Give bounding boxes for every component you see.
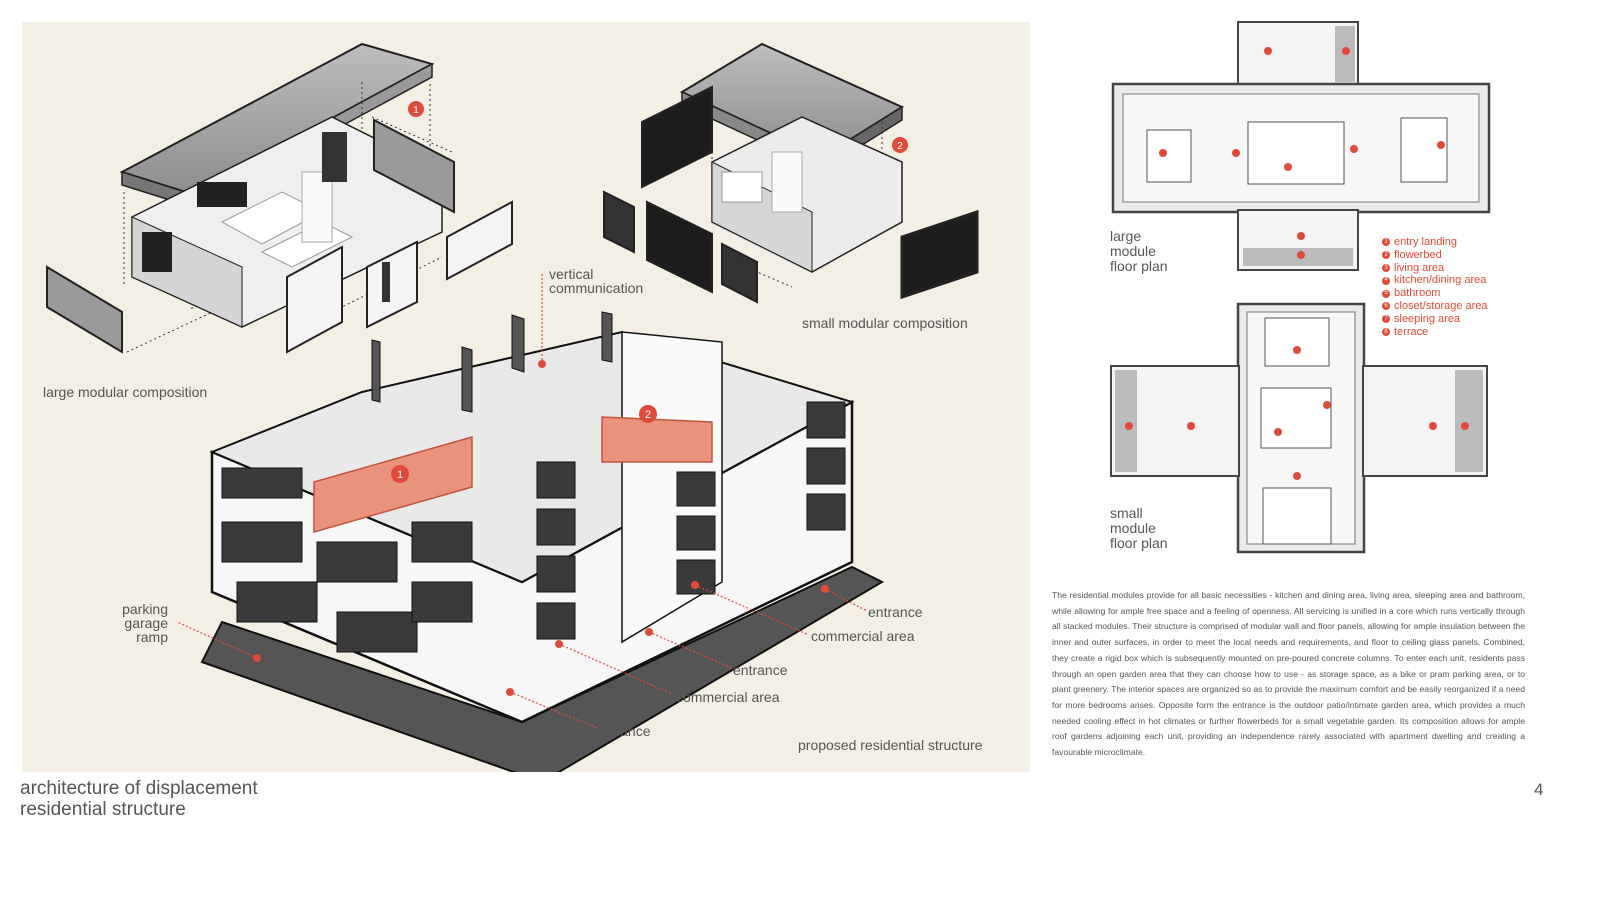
legend-item: 1 entry landing [1382, 236, 1488, 249]
label-large-modular-composition: large modular composition [43, 384, 208, 400]
label-commercial-area-left: commercial area [676, 689, 780, 705]
legend-marker: 6 [1382, 302, 1390, 311]
svg-text:2: 2 [645, 409, 651, 421]
axonometric-panel: 1 2 [22, 22, 1030, 772]
legend-item: 4 kitchen/dining area [1382, 274, 1488, 287]
legend-label: closet/storage area [1394, 299, 1488, 312]
legend-item: 7 sleeping area [1382, 313, 1488, 326]
label-small-module-floor-plan: small module floor plan [1110, 505, 1168, 551]
legend-label: sleeping area [1394, 312, 1461, 325]
floor-plan-legend: 1 entry landing 2 flowerbed 3 living area 4… [1382, 236, 1488, 338]
legend-label: entry landing [1394, 236, 1457, 248]
legend-marker: 7 [1382, 315, 1390, 324]
description-paragraph: The residential modules provide for all … [1052, 590, 1525, 758]
label-proposed-residential-structure: proposed residential structure [798, 737, 983, 753]
label-entrance-middle: entrance [733, 662, 788, 678]
small-module-floor-plan [1110, 302, 1488, 554]
large-module-exploded: 1 [46, 42, 513, 354]
legend-marker: 1 [1382, 238, 1390, 247]
svg-text:1: 1 [397, 469, 403, 481]
legend-item: 5 bathroom [1382, 287, 1488, 300]
large-module-floor-plan [1111, 21, 1491, 271]
label-parking-garage-ramp: parking garage ramp [122, 601, 168, 645]
legend-marker: 3 [1382, 263, 1390, 272]
legend-label: living area [1394, 261, 1445, 274]
legend-marker: 2 [1382, 251, 1390, 260]
legend-label: bathroom [1394, 287, 1441, 300]
axonometric-drawing: 1 2 [46, 42, 979, 772]
label-vertical-communication: vertical communication [549, 266, 644, 296]
legend-item: 8 terrace [1382, 326, 1488, 339]
legend-label: flowerbed [1394, 248, 1442, 261]
label-entrance-right: entrance [868, 604, 923, 620]
legend-item: 6 closet/storage area [1382, 300, 1488, 313]
svg-text:2: 2 [897, 141, 903, 152]
footer-title-line1: architecture of displacement [20, 778, 258, 799]
label-entrance-left: entrance [596, 723, 651, 739]
legend-label: kitchen/dining area [1394, 274, 1487, 287]
label-large-module-floor-plan: large module floor plan [1110, 228, 1168, 274]
label-commercial-area-right: commercial area [811, 628, 915, 644]
legend-item: 3 living area [1382, 262, 1488, 275]
residential-structure: 1 2 [176, 272, 885, 772]
label-small-modular-composition: small modular composition [802, 315, 968, 331]
footer-title-line2: residential structure [20, 799, 186, 820]
footer-title: architecture of displacement residential… [20, 778, 258, 820]
svg-text:1: 1 [413, 105, 419, 116]
legend-marker: 5 [1382, 289, 1390, 298]
legend-item: 2 flowerbed [1382, 249, 1488, 262]
page-number: 4 [1534, 780, 1544, 799]
legend-marker: 4 [1382, 276, 1390, 285]
legend-marker: 8 [1382, 327, 1390, 336]
legend-label: terrace [1394, 325, 1429, 338]
small-module-exploded: 2 [603, 42, 979, 304]
